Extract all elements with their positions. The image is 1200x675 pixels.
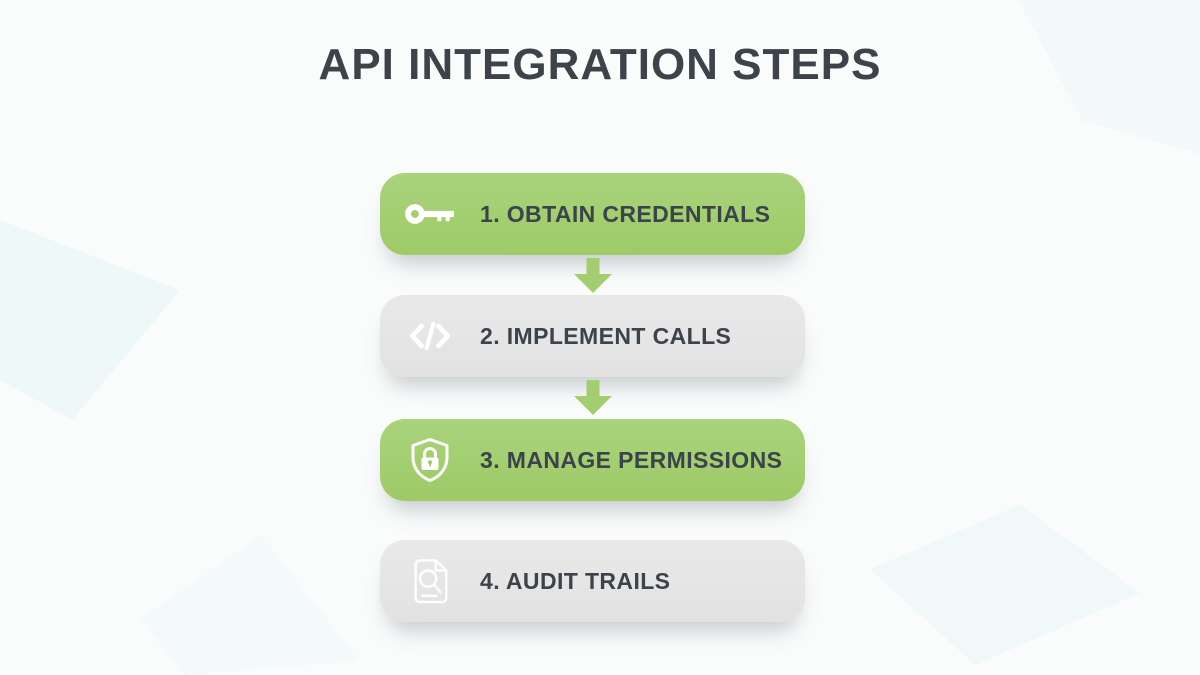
down-arrow-icon <box>573 380 612 415</box>
step-label: 4. AUDIT TRAILS <box>480 567 671 594</box>
background-polygon <box>1018 0 1200 154</box>
shield-lock-icon <box>400 432 460 488</box>
background-polygon <box>0 220 180 420</box>
audit-document-icon <box>400 553 460 609</box>
key-icon <box>400 186 460 242</box>
background-polygon <box>140 535 360 675</box>
step-card-audit-trails: 4. AUDIT TRAILS <box>380 540 805 622</box>
step-card-obtain-credentials: 1. OBTAIN CREDENTIALS <box>380 173 805 255</box>
step-card-implement-calls: 2. IMPLEMENT CALLS <box>380 295 805 377</box>
background-polygon <box>870 505 1140 665</box>
down-arrow-icon <box>573 258 612 293</box>
page-title: API INTEGRATION STEPS <box>318 40 882 89</box>
step-label: 3. MANAGE PERMISSIONS <box>480 446 783 473</box>
step-label: 2. IMPLEMENT CALLS <box>480 322 732 349</box>
code-icon <box>400 308 460 364</box>
steps-flow: 1. OBTAIN CREDENTIALS 2. IMPLEMENT CALLS <box>380 0 805 675</box>
step-card-manage-permissions: 3. MANAGE PERMISSIONS <box>380 419 805 501</box>
step-label: 1. OBTAIN CREDENTIALS <box>480 200 771 227</box>
